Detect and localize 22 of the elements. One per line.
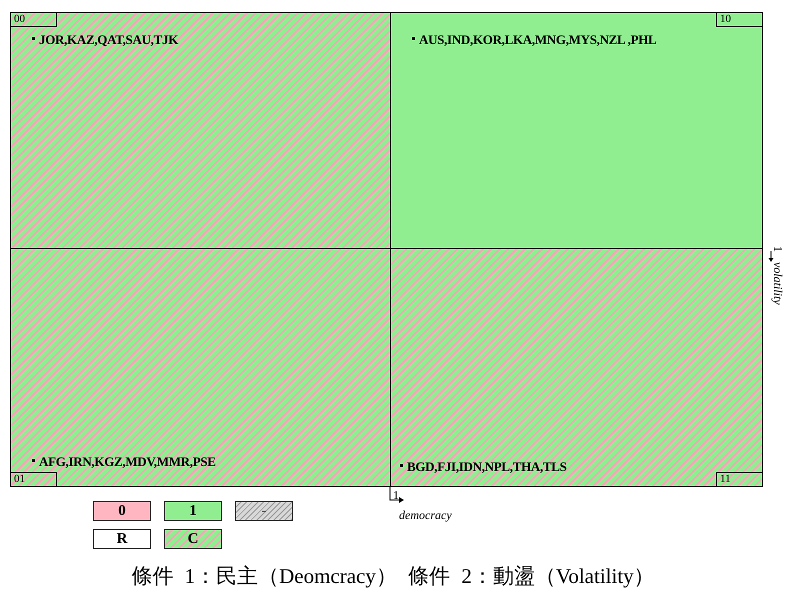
quadrant-region bbox=[10, 248, 391, 487]
legend-swatch: R bbox=[93, 529, 151, 549]
axis-label: democracy bbox=[399, 508, 452, 523]
quadrant-region bbox=[390, 12, 763, 249]
cell-code: 10 bbox=[716, 12, 763, 27]
caption: 條件 1：民主（Deomcracy） 條件 2：動盪（Volatility） bbox=[130, 563, 656, 590]
axis-label: 1 bbox=[393, 488, 399, 503]
legend-swatch: 1 bbox=[164, 501, 222, 521]
cell-code: 00 bbox=[10, 12, 57, 27]
country-list: BGD,FJI,IDN,NPL,THA,TLS bbox=[407, 459, 567, 475]
country-list: AFG,IRN,KGZ,MDV,MMR,PSE bbox=[39, 454, 216, 470]
cell-code: 01 bbox=[10, 472, 57, 487]
country-list: JOR,KAZ,QAT,SAU,TJK bbox=[39, 32, 178, 48]
axis-label: 1 bbox=[770, 246, 785, 252]
legend-swatch: C bbox=[164, 529, 222, 549]
quadrant-region bbox=[10, 12, 391, 249]
legend-swatch: - bbox=[235, 501, 293, 521]
axis-label: volatility bbox=[770, 262, 785, 305]
legend-swatch: 0 bbox=[93, 501, 151, 521]
country-list: AUS,IND,KOR,LKA,MNG,MYS,NZL ,PHL bbox=[419, 32, 656, 48]
cell-code: 11 bbox=[716, 472, 763, 487]
quadrant-region bbox=[390, 248, 763, 487]
